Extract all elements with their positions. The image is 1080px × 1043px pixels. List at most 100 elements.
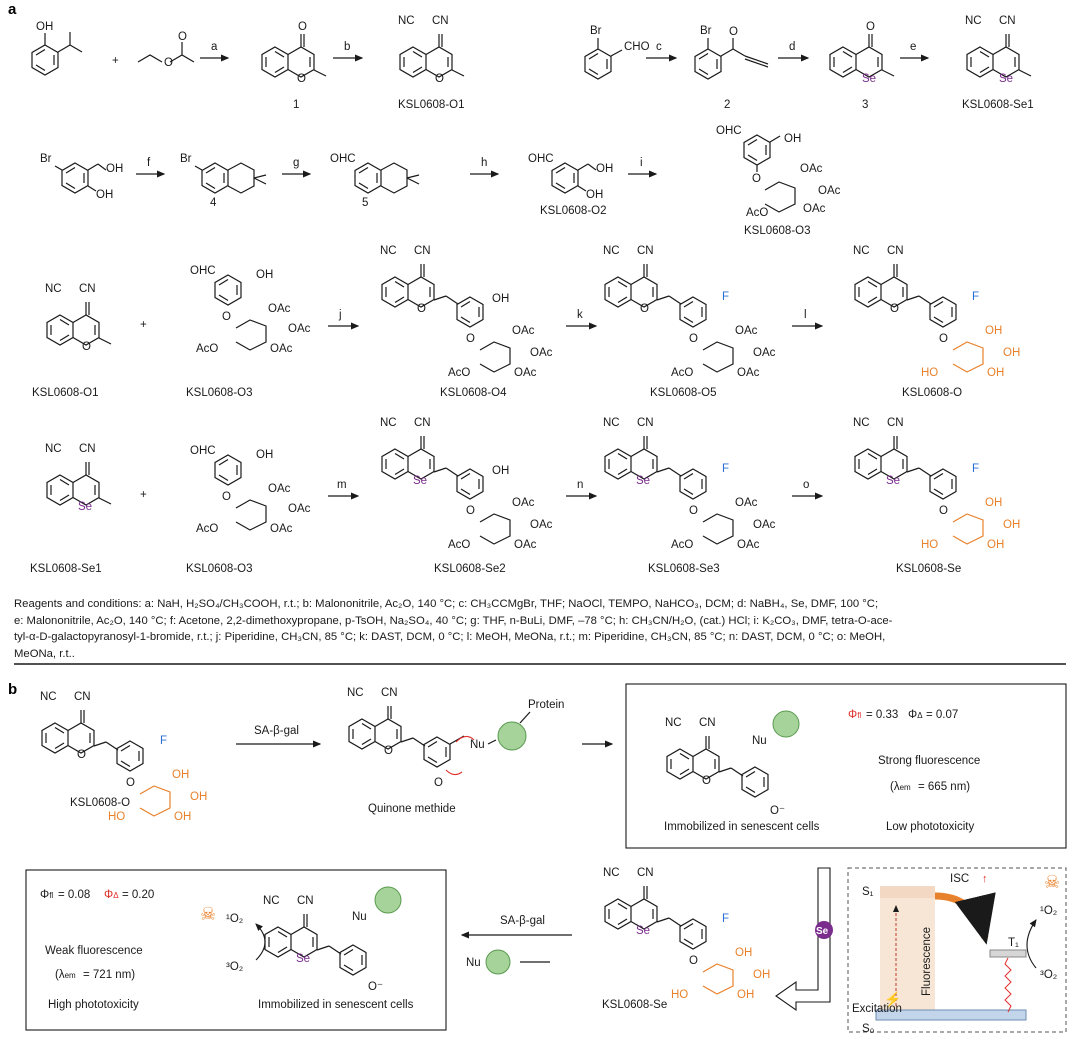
- s1-level: [880, 886, 935, 898]
- svg-text:Nu: Nu: [752, 735, 767, 747]
- triplet-oxygen-2: ³O₂: [1040, 969, 1057, 981]
- svg-text:OH: OH: [596, 163, 613, 175]
- svg-text:OAc: OAc: [514, 539, 537, 551]
- phi-delta-symbol-se: ΦΔ: [104, 889, 119, 901]
- svg-text:CN: CN: [297, 895, 314, 907]
- svg-text:AcO: AcO: [448, 539, 470, 551]
- svg-text:OAc: OAc: [514, 367, 537, 379]
- svg-text:OAc: OAc: [268, 303, 291, 315]
- svg-text:NC: NC: [603, 417, 620, 429]
- svg-text:O: O: [82, 341, 91, 353]
- phi-fl-symbol-se: Φfl: [40, 889, 53, 901]
- svg-text:O: O: [417, 303, 426, 315]
- svg-text:OAc: OAc: [737, 539, 760, 551]
- conditions-line-1: Reagents and conditions: a: NaH, H₂SO₄/C…: [14, 596, 1066, 613]
- svg-text:CN: CN: [414, 417, 431, 429]
- se-badge: [815, 921, 833, 939]
- svg-text:AcO: AcO: [746, 207, 768, 219]
- conditions-line-3: tyl-α-D-galactopyranosyl-1-bromide, r.t.…: [14, 631, 886, 643]
- svg-text:OH: OH: [492, 465, 509, 477]
- svg-text:NC: NC: [347, 687, 364, 699]
- step-k: k: [577, 309, 583, 321]
- singlet-oxygen-1: ¹O₂: [226, 913, 243, 925]
- svg-text:O: O: [640, 303, 649, 315]
- svg-text:OH: OH: [1003, 519, 1020, 531]
- ksl0608-o2-structure: OHC OH OH: [528, 153, 613, 201]
- label-2: 2: [724, 99, 730, 111]
- svg-text:O: O: [126, 777, 135, 789]
- svg-text:NC: NC: [263, 895, 280, 907]
- ksl0608-o-structure: NC CN O F O OH OH OH HO: [853, 245, 1020, 379]
- ksl0608-se1-structure-row4: NC CN Se: [45, 443, 112, 513]
- step-b: b: [344, 41, 350, 53]
- svg-text:NC: NC: [965, 15, 982, 27]
- svg-text:Nu: Nu: [470, 739, 485, 751]
- compound-2: Br O: [694, 25, 769, 80]
- strong-fluorescence: Strong fluorescence: [878, 755, 980, 767]
- svg-text:OH: OH: [737, 989, 754, 1001]
- svg-text:Protein: Protein: [528, 699, 564, 711]
- panel-a-letter: a: [8, 1, 17, 18]
- svg-text:OHC: OHC: [716, 125, 742, 137]
- svg-text:OAc: OAc: [800, 163, 823, 175]
- excitation-band: [880, 898, 935, 1010]
- svg-text:OAc: OAc: [288, 503, 311, 515]
- svg-text:HO: HO: [921, 539, 938, 551]
- step-f: f: [147, 157, 151, 169]
- step-h: h: [481, 157, 487, 169]
- svg-text:CN: CN: [999, 15, 1016, 27]
- label-ksl0608-se3: KSL0608-Se3: [648, 563, 720, 575]
- svg-text:OH: OH: [256, 449, 273, 461]
- svg-text:OAc: OAc: [530, 347, 553, 359]
- plus-2: +: [140, 319, 147, 331]
- svg-text:O: O: [702, 775, 711, 787]
- ksl0608-o3-structure-row2: OHC OH O OAc OAc OAc AcO: [716, 125, 841, 219]
- compound-3: O Se: [829, 21, 895, 85]
- svg-text:OH: OH: [172, 769, 189, 781]
- svg-text:AcO: AcO: [196, 343, 218, 355]
- svg-text:O: O: [729, 26, 738, 38]
- bromo-hydroxybenzyl-alcohol: Br OH OH: [40, 153, 123, 201]
- jablonski-box: [847, 867, 1067, 1033]
- svg-text:Se: Se: [862, 73, 876, 85]
- ksl0608-o-structure-panelb: NC CN O F O OH OH OH HO: [40, 691, 207, 823]
- svg-text:CN: CN: [887, 245, 904, 257]
- step-i: i: [640, 157, 643, 169]
- svg-text:OAc: OAc: [803, 203, 826, 215]
- phi-delta-value-se: = 0.20: [122, 889, 154, 901]
- step-e: e: [910, 41, 916, 53]
- immobilized-label-o: Immobilized in senescent cells: [664, 821, 820, 833]
- svg-text:NC: NC: [45, 443, 62, 455]
- svg-text:AcO: AcO: [671, 539, 693, 551]
- box-ksl0608-o-result: [625, 683, 1067, 849]
- label-ksl0608-o3-row2: KSL0608-O3: [744, 225, 811, 237]
- svg-text:CN: CN: [699, 717, 716, 729]
- svg-text:OH: OH: [586, 189, 603, 201]
- t1-label: T₁: [1008, 937, 1019, 949]
- svg-text:Br: Br: [590, 25, 602, 37]
- svg-text:NC: NC: [853, 245, 870, 257]
- svg-text:OH: OH: [174, 811, 191, 823]
- ksl0608-o1-structure-row3: NC CN O: [45, 283, 112, 353]
- svg-text:NC: NC: [398, 15, 415, 27]
- lambda-em-symbol-se: (λem: [55, 969, 76, 981]
- compound-4: Br: [180, 153, 267, 194]
- step-l: l: [804, 309, 807, 321]
- label-5: 5: [362, 197, 368, 209]
- ksl0608-o3-structure-row3: OHC OH O OAc OAc OAc AcO: [190, 265, 311, 355]
- svg-text:OAc: OAc: [512, 497, 535, 509]
- ksl0608-o3-structure-row4: OHC OH O OAc OAc OAc AcO: [190, 445, 311, 535]
- svg-text:OAc: OAc: [530, 519, 553, 531]
- label-ksl0608-o1-row1: KSL0608-O1: [398, 99, 465, 111]
- step-a: a: [211, 41, 218, 53]
- svg-text:O⁻: O⁻: [770, 805, 785, 817]
- svg-text:CN: CN: [381, 687, 398, 699]
- svg-text:NC: NC: [380, 245, 397, 257]
- svg-text:OAc: OAc: [288, 323, 311, 335]
- skull-icon-2: ☠: [1044, 872, 1060, 892]
- svg-text:NC: NC: [45, 283, 62, 295]
- svg-text:CN: CN: [887, 417, 904, 429]
- svg-text:CN: CN: [637, 417, 654, 429]
- svg-text:O: O: [939, 333, 948, 345]
- fluorescence-label: Fluorescence: [921, 927, 933, 996]
